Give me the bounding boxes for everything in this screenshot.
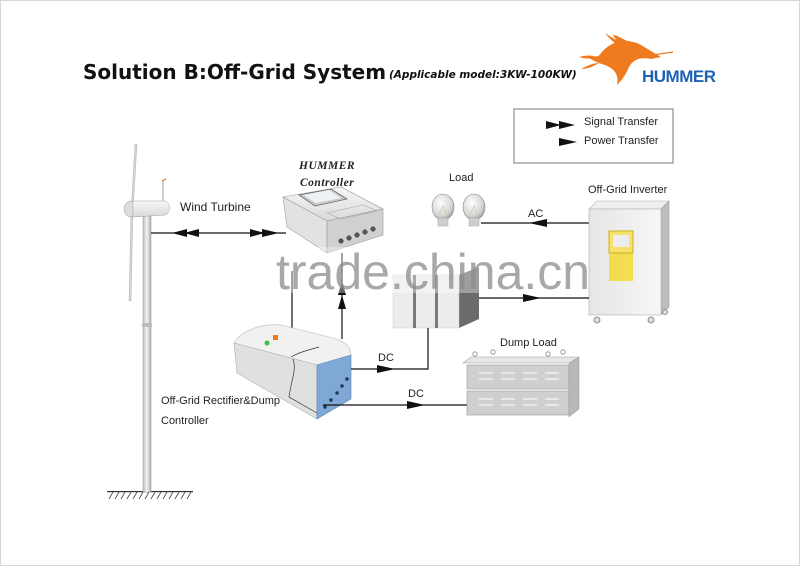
battery-bank-icon [392,267,479,329]
dc-battery-power-link [351,328,429,373]
watermark-band [251,247,551,293]
turbine-controller-signal-link [151,229,286,237]
ac-label: AC [528,208,543,220]
wind-turbine-icon [107,143,193,500]
dc-dump-power-link [323,401,469,409]
legend-label-power: Power Transfer [584,135,659,147]
double-arrow-icon [546,121,575,129]
rectifier-controller-icon [233,324,352,420]
dump-load-resistor-icon [462,349,580,418]
legend-box [513,108,674,164]
dc-battery-label: DC [378,352,394,364]
watermark-text: trade.china.cn [276,244,590,300]
inverter-label: Off-Grid Inverter [588,184,668,196]
diagram-subtitle: (Applicable model:3KW-100KW) [389,69,577,81]
rectifier-label-line1: Off-Grid Rectifier&Dump [161,395,280,407]
controller-label: Controller [300,177,354,189]
load-label: Load [449,172,473,184]
brand-name: HUMMER [642,67,716,86]
controller-icon [282,186,384,254]
ac-power-link [481,219,589,227]
wind-turbine-label: Wind Turbine [180,200,251,214]
legend: Signal Transfer Power Transfer [513,108,674,164]
inverter-cabinet-icon [588,200,670,324]
hummingbird-icon [579,33,674,85]
light-bulb-icon [431,193,486,227]
diagram-title: Solution B:Off-Grid System [83,60,386,84]
hummer-logo: HUMMER [579,33,716,86]
rectifier-label-line2: Controller [161,415,209,427]
battery-inverter-power-link [479,294,589,302]
legend-label-signal: Signal Transfer [584,116,658,128]
single-arrow-icon [559,138,577,146]
rectifier-controller-links [291,253,346,339]
dc-dump-label: DC [408,388,424,400]
dump-load-label: Dump Load [500,337,557,349]
controller-label-brand: HUMMER [298,160,355,172]
